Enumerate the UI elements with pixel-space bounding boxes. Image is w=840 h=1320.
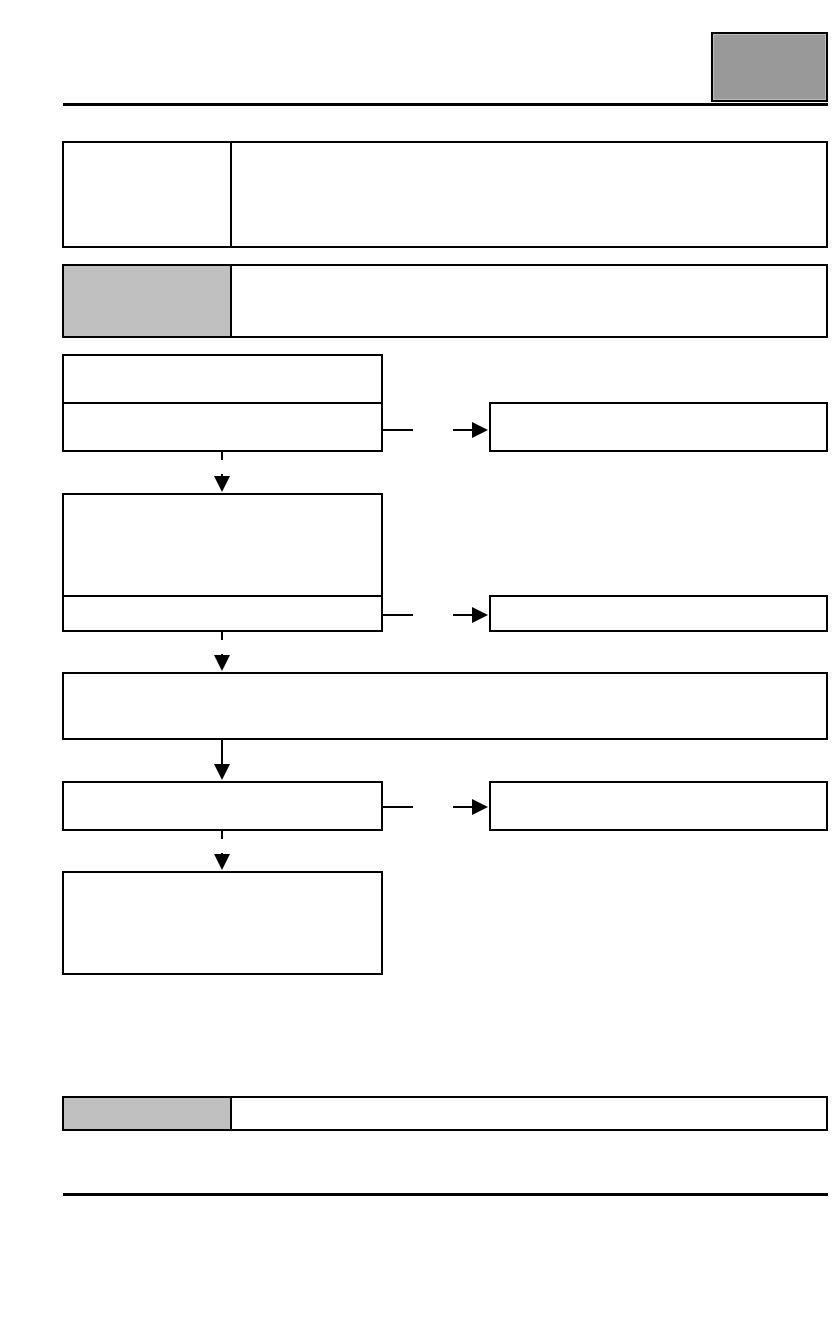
- step-5-box: [62, 871, 383, 975]
- step-3-box: [62, 672, 828, 740]
- section-tab: [711, 32, 828, 102]
- footer-rule: [63, 1193, 828, 1196]
- step-1-question: [62, 354, 383, 404]
- info-block: [62, 141, 828, 248]
- footer-block-label: [64, 1098, 232, 1129]
- footer-block: [62, 1096, 828, 1131]
- info-block-label: [64, 143, 232, 246]
- step-1-answer: [62, 402, 383, 452]
- gray-block: [62, 264, 828, 338]
- step-1-result: [489, 402, 828, 452]
- step-2-result: [489, 595, 828, 632]
- footer-block-text: [234, 1098, 826, 1129]
- gray-block-label: [64, 266, 232, 336]
- header-rule: [63, 103, 828, 106]
- step-4-result: [489, 781, 828, 831]
- step-4-question: [62, 781, 383, 831]
- step-2-answer: [62, 595, 383, 632]
- step-2-question: [62, 493, 383, 597]
